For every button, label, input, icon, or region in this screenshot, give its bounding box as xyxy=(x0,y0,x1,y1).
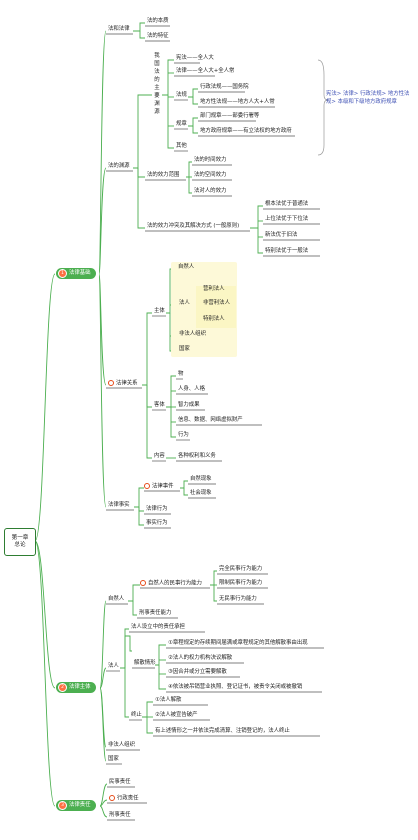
node-legal-fact[interactable]: 法律事实 xyxy=(108,502,130,508)
node-legal-event[interactable]: 法律事件 xyxy=(144,483,174,490)
node-subject-natural-person[interactable]: 自然人 xyxy=(178,264,195,270)
node-factual-act[interactable]: 事实行为 xyxy=(146,520,168,526)
node-natural-phenomenon[interactable]: 自然现象 xyxy=(190,476,212,482)
branch-legal-liability[interactable]: 3 法律责任 xyxy=(56,800,96,811)
node-termination[interactable]: 终止 xyxy=(131,712,142,718)
node-admin-liability[interactable]: 行政责任 xyxy=(109,795,139,802)
node-person-effect[interactable]: 法对人的效力 xyxy=(194,188,227,194)
node-statute[interactable]: 法律——全人大+全人常 xyxy=(176,68,235,74)
branch-label: 法律责任 xyxy=(69,802,91,808)
node-civil-capacity[interactable]: 自然人的民事行为能力 xyxy=(140,580,202,587)
node-other-sources[interactable]: 其他 xyxy=(176,143,187,149)
node-relation-object[interactable]: 客体 xyxy=(154,402,165,408)
node-object-behavior[interactable]: 行为 xyxy=(178,432,189,438)
node-state-subject[interactable]: 国家 xyxy=(108,756,119,762)
node-effect-conflict[interactable]: 法的效力冲突及其解决方式 (一般原则) xyxy=(147,223,240,229)
node-nonprofit-legal-person[interactable]: 非营利法人 xyxy=(203,300,230,306)
node-legal-act[interactable]: 法律行为 xyxy=(146,506,168,512)
node-conflict-rule-1[interactable]: 根本法优于普通法 xyxy=(265,201,309,207)
node-natural-person[interactable]: 自然人 xyxy=(108,596,125,602)
node-unincorporated-org-subject[interactable]: 非法人组织 xyxy=(108,742,135,748)
node-local-gov-rules[interactable]: 地方政府规章——有立法权的地方政府 xyxy=(200,128,292,134)
branch-legal-subject[interactable]: 2 法律主体 xyxy=(56,682,96,693)
node-space-effect[interactable]: 法的空间效力 xyxy=(194,172,227,178)
node-dissolution-item-1[interactable]: ①章程规定的存续期间届满或章程规定的其他解散事由出现 xyxy=(168,640,308,646)
node-local-regulations[interactable]: 地方性法规——地方人大+人常 xyxy=(200,99,275,105)
node-time-effect[interactable]: 法的时间效力 xyxy=(194,157,227,163)
node-conflict-rule-4[interactable]: 特别法优于一般法 xyxy=(265,248,309,254)
branch-number-badge: 1 xyxy=(58,269,67,278)
node-law-sources[interactable]: 法的渊源 xyxy=(108,163,130,169)
node-effect-scope[interactable]: 法的效力范围 xyxy=(147,172,180,178)
node-special-legal-person[interactable]: 特别法人 xyxy=(203,316,225,322)
branch-number-badge: 3 xyxy=(58,801,67,810)
node-no-capacity[interactable]: 无民事行为能力 xyxy=(219,596,257,602)
node-object-personality[interactable]: 人身、人格 xyxy=(178,386,205,392)
node-termination-item-1[interactable]: ①法人解散 xyxy=(155,697,182,703)
node-limited-capacity[interactable]: 限制民事行为能力 xyxy=(219,580,263,586)
node-dissolution-item-3[interactable]: ③因合并或分立需要解散 xyxy=(168,669,227,675)
root-title-line1: 第一章 xyxy=(11,535,29,541)
node-criminal-capacity[interactable]: 刑事责任能力 xyxy=(139,610,172,616)
node-criminal-liability[interactable]: 刑事责任 xyxy=(109,812,131,818)
node-full-capacity[interactable]: 完全民事行为能力 xyxy=(219,566,263,572)
node-subject-state[interactable]: 国家 xyxy=(179,346,190,352)
node-dept-rules[interactable]: 部门规章——部委行署等 xyxy=(200,113,260,119)
node-dissolution-item-2[interactable]: ②法人的权力机构决议解散 xyxy=(168,655,233,661)
node-social-phenomenon[interactable]: 社会现象 xyxy=(190,490,212,496)
node-legal-relation[interactable]: 法律关系 xyxy=(108,380,138,387)
node-rights-obligations[interactable]: 各种权利和义务 xyxy=(178,453,216,459)
node-dissolution[interactable]: 解散情形 xyxy=(134,660,156,666)
node-pre-establishment[interactable]: 法人设立中的责任承担 xyxy=(131,624,185,630)
root-title-line2: 总论 xyxy=(14,542,26,548)
node-conflict-rule-2[interactable]: 上位法优于下位法 xyxy=(265,216,309,222)
node-unincorporated-org[interactable]: 非法人组织 xyxy=(179,331,206,337)
root-node[interactable]: 第一章 总论 xyxy=(4,528,36,556)
node-admin-regulations[interactable]: 行政法规——国务院 xyxy=(200,84,249,90)
node-regulations[interactable]: 法规 xyxy=(176,92,187,98)
node-object-data[interactable]: 信息、数据、网络虚拟财产 xyxy=(178,417,243,423)
note-hierarchy-summary: 宪法> 法律> 行政法规> 地方性法 规> 本级和下级地方政府规章 xyxy=(326,91,410,105)
legal-person-highlight-box xyxy=(196,286,236,328)
bullet-dot-icon xyxy=(140,580,146,586)
node-relation-subject[interactable]: 主体 xyxy=(154,308,165,314)
node-subject-legal-person[interactable]: 法人 xyxy=(179,300,190,306)
node-conflict-rule-3[interactable]: 新法优于旧法 xyxy=(265,232,298,238)
node-legal-person[interactable]: 法人 xyxy=(108,663,119,669)
node-rules[interactable]: 规章 xyxy=(176,121,187,127)
node-relation-content[interactable]: 内容 xyxy=(154,453,165,459)
node-main-sources-vertical-title[interactable]: 我 国 法 的 主 要 渊 源 xyxy=(154,53,160,115)
node-constitution[interactable]: 宪法——全人大 xyxy=(176,55,214,61)
node-termination-item-3[interactable]: 有上述情形之一并依法完成清算、注销登记的，法人终止 xyxy=(155,728,290,734)
branch-number-badge: 2 xyxy=(58,683,67,692)
branch-label: 法律主体 xyxy=(69,684,91,690)
node-law-and-statute[interactable]: 法和法律 xyxy=(108,26,130,32)
node-object-intellectual[interactable]: 智力成果 xyxy=(178,402,200,408)
node-law-essence[interactable]: 法的本质 xyxy=(147,18,169,24)
branch-legal-basics[interactable]: 1 法律基础 xyxy=(56,268,96,279)
bullet-dot-icon xyxy=(144,483,150,489)
branch-label: 法律基础 xyxy=(69,270,91,276)
bullet-dot-icon xyxy=(108,380,114,386)
node-object-thing[interactable]: 物 xyxy=(178,371,184,377)
node-civil-liability[interactable]: 民事责任 xyxy=(109,779,131,785)
node-termination-item-2[interactable]: ②法人被宣告破产 xyxy=(155,712,198,718)
bullet-dot-icon xyxy=(109,795,115,801)
node-profit-legal-person[interactable]: 营利法人 xyxy=(203,286,225,292)
node-law-features[interactable]: 法的特征 xyxy=(147,33,169,39)
node-dissolution-item-4[interactable]: ④依法被吊销营业执照、登记证书，被责令关闭或被撤销 xyxy=(168,684,303,690)
